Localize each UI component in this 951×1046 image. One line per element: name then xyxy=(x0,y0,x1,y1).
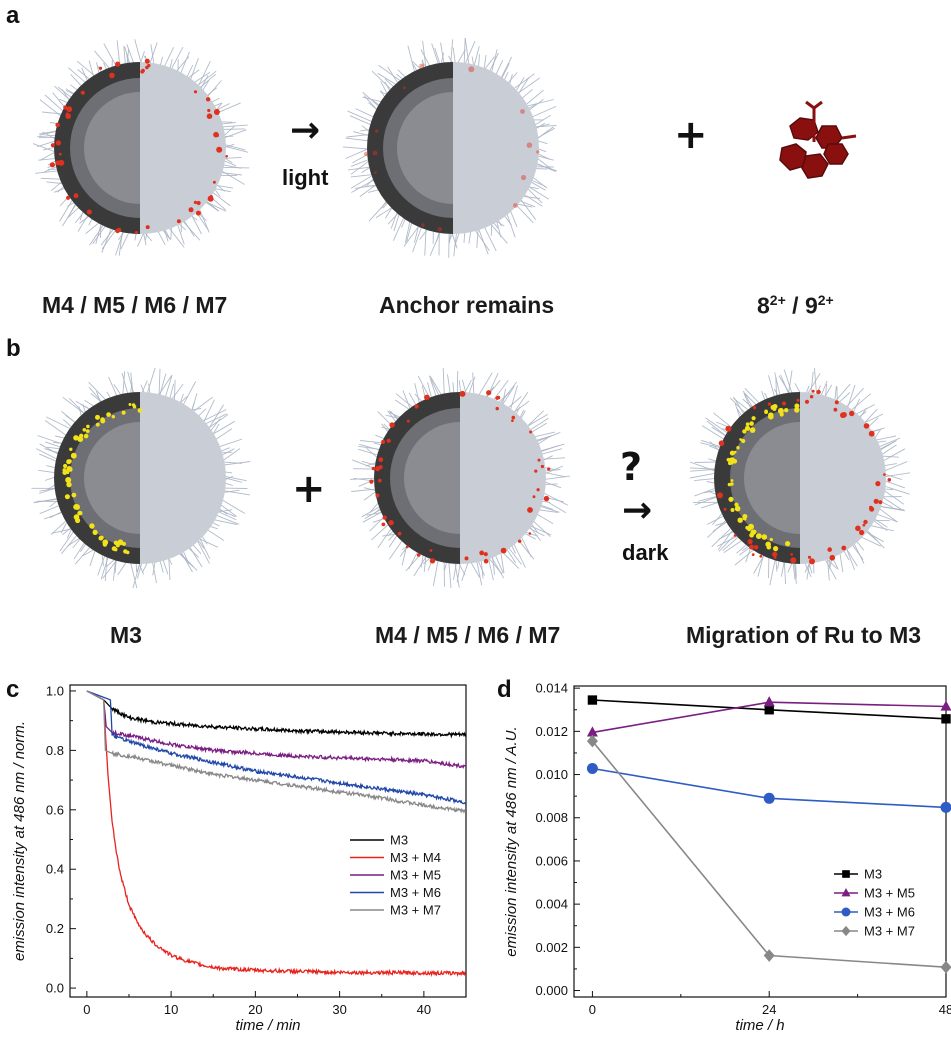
legend-label: M3 + M5 xyxy=(390,868,441,883)
x-tick-label: 40 xyxy=(417,1002,431,1017)
y-tick-label: 0.008 xyxy=(535,810,568,825)
y-axis-label: emission intensity at 486 nm / A.U. xyxy=(503,726,520,956)
x-tick-label: 0 xyxy=(83,1002,90,1017)
light-label: light xyxy=(282,165,329,190)
data-point-marker xyxy=(940,801,951,813)
micelle-red-anchored xyxy=(30,38,250,258)
caption-a-mid: Anchor remains xyxy=(379,292,555,318)
legend-label: M3 xyxy=(390,833,408,848)
y-tick-label: 0.4 xyxy=(46,862,64,877)
x-tick-label: 30 xyxy=(332,1002,346,1017)
legend-label: M3 + M7 xyxy=(864,924,915,939)
series-line xyxy=(86,690,466,805)
dark-arrow: → xyxy=(622,490,653,531)
caption-b-mid: M4 / M5 / M6 / M7 xyxy=(375,622,561,648)
data-point-marker xyxy=(586,726,598,737)
x-axis-label: time / min xyxy=(235,1017,300,1034)
legend-label: M3 + M6 xyxy=(864,905,915,920)
caption-b-right: Migration of Ru to M3 xyxy=(686,622,922,648)
y-tick-label: 0.010 xyxy=(535,767,568,782)
data-point-marker xyxy=(842,870,850,878)
legend-label: M3 + M5 xyxy=(864,886,915,901)
y-axis-label: emission intensity at 486 nm / norm. xyxy=(11,721,28,961)
dark-label: dark xyxy=(622,540,669,565)
y-tick-label: 0.002 xyxy=(535,940,568,955)
x-tick-label: 24 xyxy=(762,1002,776,1017)
question-mark: ? xyxy=(620,445,643,489)
micelle-anchor-remains-graphic xyxy=(343,38,557,258)
y-tick-label: 1.0 xyxy=(46,683,64,698)
ru-complex-molecule xyxy=(762,98,872,208)
data-point-marker xyxy=(940,700,951,711)
panel-d-letter: d xyxy=(497,676,512,703)
panel-a-letter: a xyxy=(6,2,20,29)
plot-frame xyxy=(69,684,467,998)
ion-8-base: 8 xyxy=(757,292,770,319)
y-tick-label: 0.004 xyxy=(535,897,568,912)
panel-b-letter: b xyxy=(6,335,21,362)
caption-a-right: 82+ / 92+ xyxy=(757,292,834,320)
micelle-red-anchored-graphic xyxy=(32,39,250,256)
x-axis-label: time / h xyxy=(735,1017,784,1034)
y-tick-label: 0.2 xyxy=(46,921,64,936)
data-point-marker xyxy=(763,949,775,962)
series-line xyxy=(86,690,466,770)
y-tick-label: 0.000 xyxy=(535,983,568,998)
micelle-mixed-graphic xyxy=(690,368,910,586)
series-line xyxy=(86,690,466,739)
x-tick-label: 10 xyxy=(164,1002,178,1017)
data-point-marker xyxy=(587,695,598,705)
ru-complex-graphic xyxy=(779,100,857,179)
micelle-anchor-remains xyxy=(343,38,563,258)
ion-9-base: 9 xyxy=(804,292,818,319)
plus-sign-b: + xyxy=(292,466,326,512)
data-point-marker xyxy=(940,960,951,974)
data-point-marker xyxy=(841,888,851,897)
legend-label: M3 + M7 xyxy=(390,903,441,918)
caption-b-left: M3 xyxy=(110,622,142,648)
series-line xyxy=(86,690,466,814)
ion-9-charge: 2+ xyxy=(817,292,834,308)
micelle-mixed xyxy=(690,368,910,588)
micelle-red-b-graphic xyxy=(350,368,570,588)
micelle-yellow-graphic xyxy=(31,368,250,588)
y-tick-label: 0.014 xyxy=(535,681,568,696)
legend-label: M3 xyxy=(864,867,882,882)
micelle-yellow-m3 xyxy=(30,368,250,588)
x-tick-label: 20 xyxy=(248,1002,262,1017)
panel-c-letter: c xyxy=(6,676,20,703)
light-arrow: → xyxy=(290,110,321,151)
data-point-marker xyxy=(763,792,775,804)
ion-8-charge: 2+ xyxy=(769,292,786,308)
data-point-marker xyxy=(841,907,851,917)
y-tick-label: 0.6 xyxy=(46,802,64,817)
data-point-marker xyxy=(586,763,598,775)
y-tick-label: 0.8 xyxy=(46,743,64,758)
chart-c: 0 10 20 30 40 0.0 0.2 0.4 0.6 0.8 1.0 time / min emi… xyxy=(11,683,467,1034)
legend-label: M3 + M4 xyxy=(390,850,441,865)
y-tick-label: 0.006 xyxy=(535,853,568,868)
ion-separator: / xyxy=(785,292,805,319)
data-point-marker xyxy=(941,714,951,724)
series-line xyxy=(86,690,466,978)
y-tick-label: 0.012 xyxy=(535,724,568,739)
micelle-red-b xyxy=(350,368,570,588)
chart-d: 0 24 48 0.000 0.002 0.004 0.006 0.008 0.010 0.012… xyxy=(503,681,951,1034)
plus-sign-a: + xyxy=(674,112,708,158)
legend-label: M3 + M6 xyxy=(390,885,441,900)
data-point-marker xyxy=(763,696,775,707)
x-tick-label: 0 xyxy=(589,1002,596,1017)
data-point-marker xyxy=(841,925,851,937)
y-tick-label: 0.0 xyxy=(46,981,64,996)
data-point-marker xyxy=(764,705,774,715)
x-tick-label: 48 xyxy=(939,1002,951,1017)
caption-a-left: M4 / M5 / M6 / M7 xyxy=(42,292,228,318)
plot-frame xyxy=(573,685,947,998)
